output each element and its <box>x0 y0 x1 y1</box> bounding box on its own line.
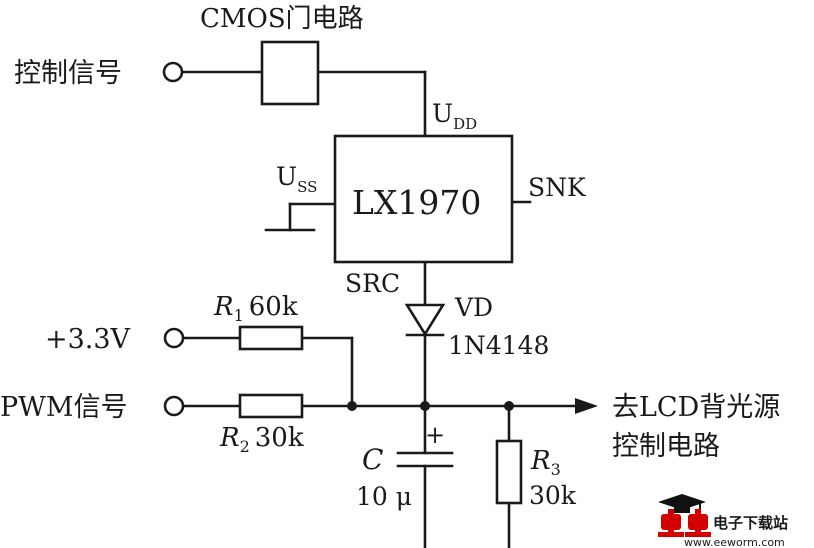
label-udd: UDD <box>432 99 477 133</box>
label-cap-plus: + <box>425 421 445 449</box>
cmos-gate-box <box>260 40 320 106</box>
label-output-line2: 控制电路 <box>612 431 720 462</box>
label-ic-name: LX1970 <box>352 183 481 222</box>
label-cap-value: 10 μ <box>356 482 412 511</box>
output-arrow-icon <box>575 398 598 414</box>
label-snk: SNK <box>528 173 587 202</box>
diode-vd <box>404 303 446 337</box>
junction-dot <box>504 401 514 411</box>
label-r3-value: 30k <box>529 481 577 510</box>
junction-dot <box>420 401 430 411</box>
terminal-pwm <box>163 395 185 417</box>
label-vd: VD <box>454 293 493 322</box>
resistor-r1 <box>238 325 304 351</box>
label-uss: USS <box>276 162 317 196</box>
resistor-r2 <box>238 393 304 419</box>
resistor-r3 <box>495 439 523 505</box>
label-pwm: PWM信号 <box>0 392 128 423</box>
watermark-url-text: www.eeworm.com <box>684 536 785 548</box>
watermark-brand-text: 电子下载站 <box>713 514 788 532</box>
bug-logo-icon <box>658 509 711 537</box>
capacitor-c <box>396 451 454 468</box>
label-control-signal: 控制信号 <box>14 58 122 89</box>
label-3v3: +3.3V <box>45 324 131 355</box>
terminal-3v3 <box>163 327 185 349</box>
label-vd-model: 1N4148 <box>448 331 549 360</box>
label-r3: R3 <box>530 446 561 479</box>
junction-dot <box>347 401 357 411</box>
label-output-line1: 去LCD背光源 <box>612 392 780 423</box>
watermark-logo: 电子下载站 www.eeworm.com <box>658 494 788 548</box>
label-src: SRC <box>345 269 400 298</box>
terminal-control-signal <box>162 61 184 83</box>
label-cap-name: C <box>362 443 383 476</box>
lx1970-ic-box <box>333 134 514 264</box>
label-cmos-gate: CMOS门电路 <box>200 4 364 34</box>
